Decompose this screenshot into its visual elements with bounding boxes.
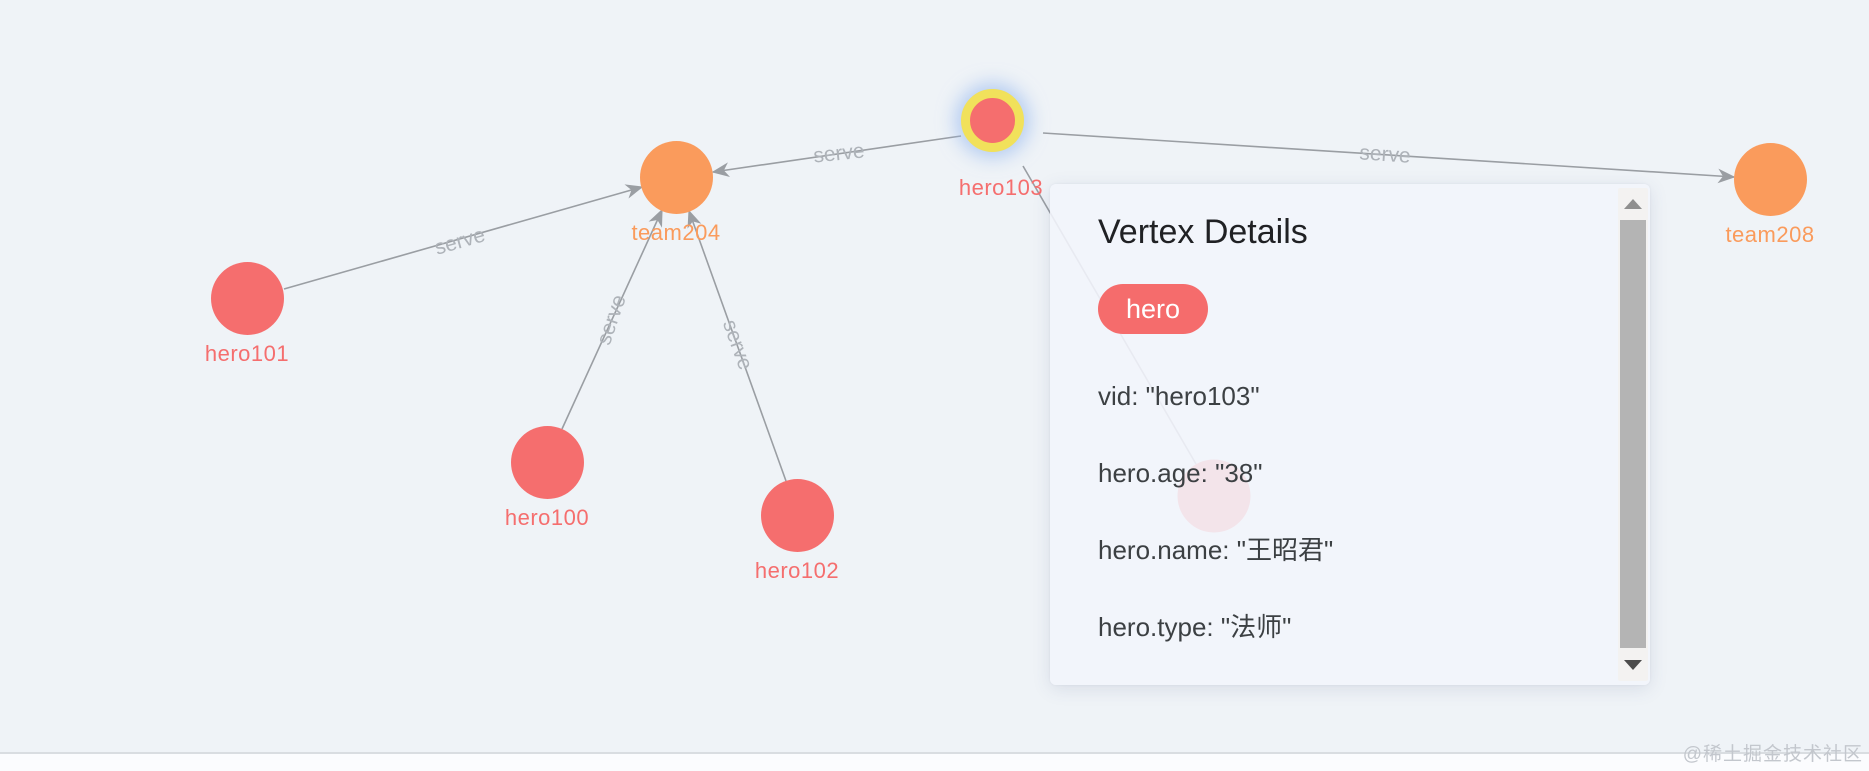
node-label-hero102: hero102 xyxy=(754,558,840,583)
panel-title: Vertex Details xyxy=(1098,213,1308,251)
edge-hero103-team208[interactable] xyxy=(1042,132,1736,184)
node-hero102[interactable] xyxy=(761,479,834,552)
edge-label-serve: serve xyxy=(1358,141,1412,168)
node-label-hero100: hero100 xyxy=(504,505,590,530)
scroll-down-button[interactable] xyxy=(1618,651,1648,679)
node-label-team204: team204 xyxy=(631,220,721,245)
scrollbar-thumb[interactable] xyxy=(1620,220,1646,648)
node-label-team208: team208 xyxy=(1725,222,1815,247)
edge-hero103-team204[interactable] xyxy=(711,135,962,177)
node-hero100[interactable] xyxy=(511,426,584,499)
scroll-up-button[interactable] xyxy=(1618,190,1648,218)
bottom-divider xyxy=(0,752,1869,754)
node-label-hero101: hero101 xyxy=(204,341,290,366)
vertex-details-panel: Vertex Details hero vid: "hero103" hero.… xyxy=(1050,184,1650,685)
property-hero-age: hero.age: "38" xyxy=(1098,458,1263,488)
node-team208[interactable] xyxy=(1734,143,1807,216)
node-hero103-selected[interactable] xyxy=(961,89,1024,152)
node-label-hero103: hero103 xyxy=(958,175,1044,200)
edge-hero101-team204[interactable] xyxy=(283,184,644,290)
panel-scrollbar[interactable] xyxy=(1618,188,1648,681)
scroll-down-icon xyxy=(1624,660,1642,670)
scroll-up-icon xyxy=(1624,199,1642,209)
bottom-bar xyxy=(0,754,1869,771)
property-hero-name: hero.name: "王昭君" xyxy=(1098,535,1334,565)
tag-badge-hero: hero xyxy=(1098,284,1209,334)
edge-hero102-team204[interactable] xyxy=(687,209,787,482)
node-hero101[interactable] xyxy=(211,262,284,335)
watermark: @稀土掘金技术社区 xyxy=(1682,744,1863,765)
edge-hero100-team204[interactable] xyxy=(561,208,663,430)
property-hero-type: hero.type: "法师" xyxy=(1098,612,1292,642)
node-team204[interactable] xyxy=(640,141,713,214)
property-vid: vid: "hero103" xyxy=(1098,381,1260,411)
